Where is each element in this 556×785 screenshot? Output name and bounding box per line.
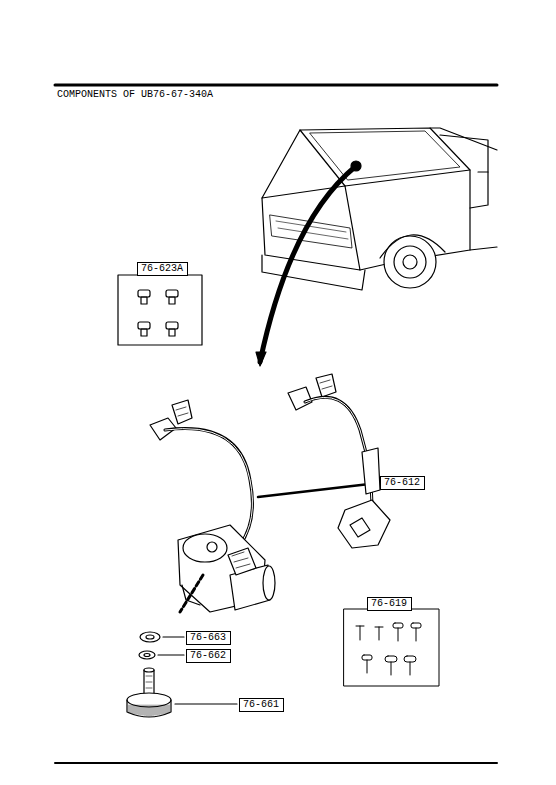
- bolt-set: [118, 275, 202, 345]
- callout-number: 76-619: [371, 598, 408, 610]
- bottom-rule: [55, 762, 497, 764]
- callout-number: 76-623A: [141, 263, 184, 275]
- wiper-motor: [150, 400, 275, 612]
- callout-box: 76-612: [380, 476, 425, 490]
- page-title: COMPONENTS OF UB76-67-340A: [57, 89, 213, 100]
- screw-set: [344, 609, 439, 686]
- callout-box: 76-623A: [137, 262, 188, 276]
- callout-number: 76-612: [384, 477, 421, 489]
- top-rule: [55, 84, 497, 87]
- callout-box: 76-661: [239, 698, 284, 712]
- wiring-harness: [258, 374, 390, 548]
- callout-box: 76-663: [186, 631, 231, 645]
- gear-parts: [127, 632, 237, 717]
- callout-number: 76-662: [190, 650, 227, 662]
- vehicle-figure: [256, 128, 497, 366]
- callout-box: 76-662: [186, 649, 231, 663]
- callout-box: 76-619: [367, 597, 412, 611]
- callout-number: 76-661: [243, 699, 280, 711]
- callout-number: 76-663: [190, 632, 227, 644]
